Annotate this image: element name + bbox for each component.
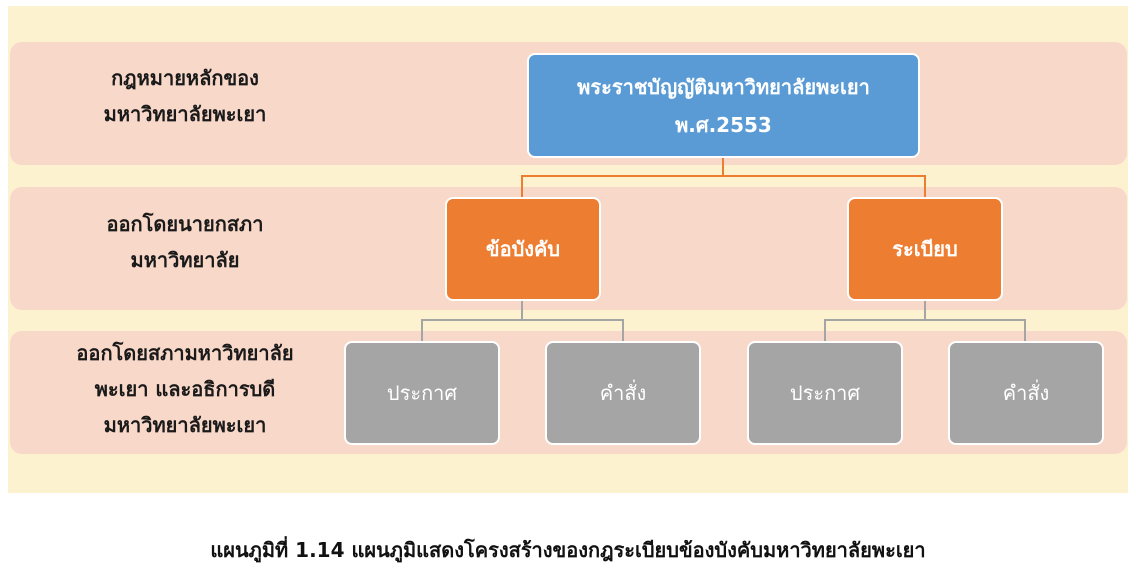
left-child-node-1: ประกาศ <box>344 341 500 445</box>
level-1-label: กฎหมายหลักของ มหาวิทยาลัยพะเยา <box>40 60 330 132</box>
figure-caption: แผนภูมิที่ 1.14 แผนภูมิแสดงโครงสร้างของก… <box>210 538 926 562</box>
connector-root-to-right <box>723 175 926 198</box>
root-node: พระราชบัญญัติมหาวิทยาลัยพะเยา พ.ศ.2553 <box>527 53 920 158</box>
left-child-node-2: คำสั่ง <box>545 341 701 445</box>
connector-left-to-children <box>421 300 523 342</box>
level-3-label-line: พะเยา และอธิการบดี <box>94 377 276 401</box>
regulation-node-right-label: ระเบียบ <box>892 237 958 261</box>
root-node-line: พ.ศ.2553 <box>675 112 772 137</box>
root-node-line: พระราชบัญญัติมหาวิทยาลัยพะเยา <box>577 74 870 99</box>
level-3-label: ออกโดยสภามหาวิทยาลัย พะเยา และอธิการบดี … <box>30 335 340 443</box>
left-child-node-1-label: ประกาศ <box>386 381 458 405</box>
connector-root-to-left <box>521 157 724 198</box>
connector-right-to-child-2 <box>925 319 1026 342</box>
level-1-label-line: กฎหมายหลักของ <box>111 66 259 90</box>
regulation-node-left: ข้อบังคับ <box>445 197 601 301</box>
right-child-node-2: คำสั่ง <box>948 341 1104 445</box>
regulation-node-left-label: ข้อบังคับ <box>485 237 561 261</box>
level-1-label-line: มหาวิทยาลัยพะเยา <box>103 102 267 126</box>
regulation-node-right: ระเบียบ <box>847 197 1003 301</box>
connector-left-to-child-2 <box>522 319 624 342</box>
right-child-node-1: ประกาศ <box>747 341 903 445</box>
left-child-node-2-label: คำสั่ง <box>599 381 647 405</box>
level-2-label-line: มหาวิทยาลัย <box>130 248 240 272</box>
level-2-label-line: ออกโดยนายกสภา <box>106 212 264 236</box>
level-3-label-line: มหาวิทยาลัยพะเยา <box>103 413 267 437</box>
level-3-label-line: ออกโดยสภามหาวิทยาลัย <box>76 341 294 365</box>
connector-right-to-children <box>824 300 926 342</box>
right-child-node-1-label: ประกาศ <box>789 381 861 405</box>
level-2-label: ออกโดยนายกสภา มหาวิทยาลัย <box>40 206 330 278</box>
right-child-node-2-label: คำสั่ง <box>1002 381 1050 405</box>
